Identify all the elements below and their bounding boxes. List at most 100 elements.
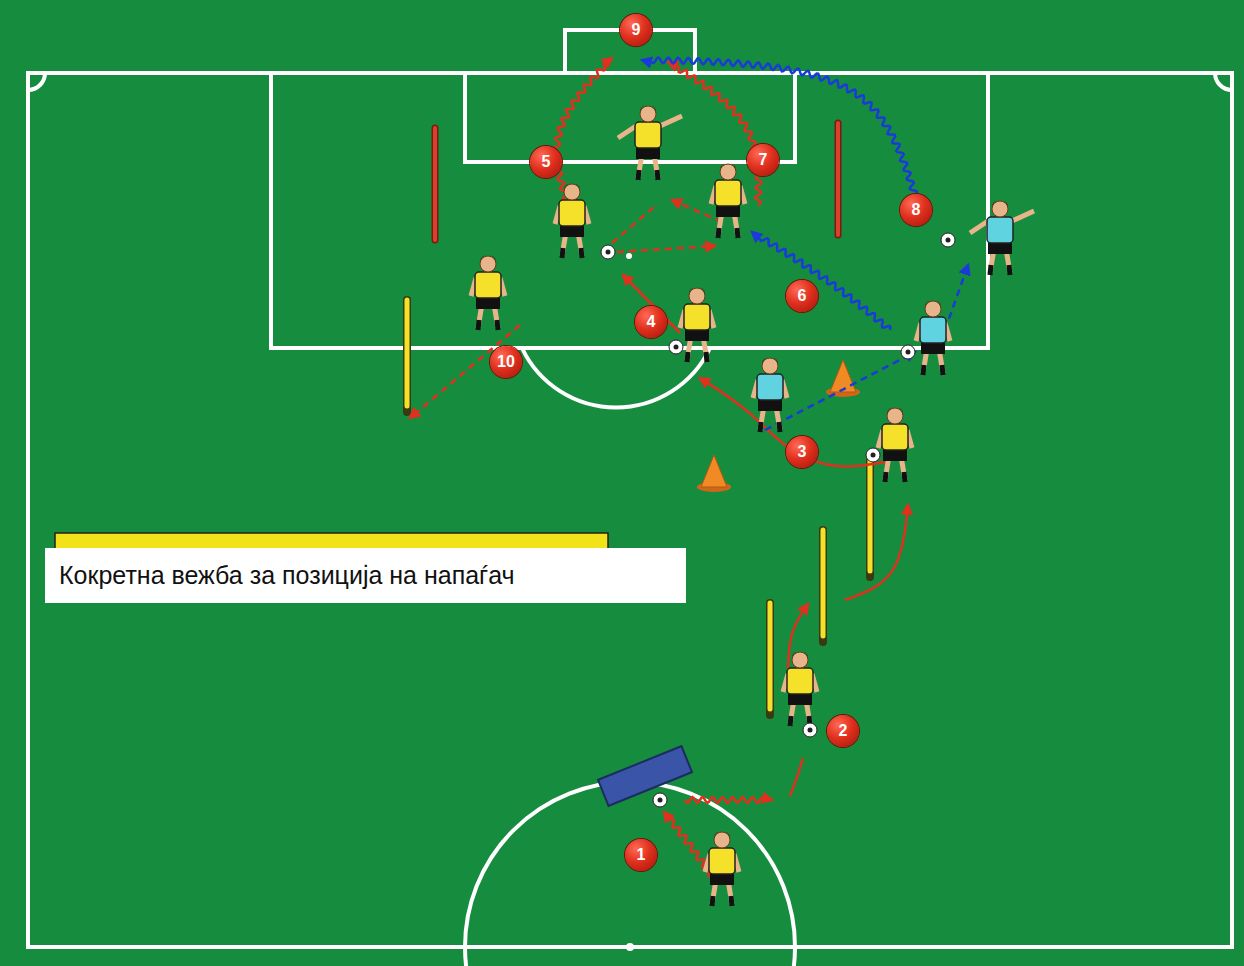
cone bbox=[830, 360, 856, 392]
player-head bbox=[792, 652, 808, 668]
dummy-wall bbox=[598, 746, 692, 806]
yellow-pole bbox=[866, 460, 874, 577]
callout-number: 10 bbox=[490, 346, 522, 378]
ball bbox=[601, 245, 615, 259]
ball-patch bbox=[871, 453, 876, 458]
yellow-pole bbox=[819, 530, 827, 642]
player-shirt bbox=[475, 272, 501, 298]
player-sock bbox=[712, 896, 713, 906]
player-sock bbox=[885, 472, 886, 482]
player-shirt bbox=[635, 122, 661, 148]
callout-number: 8 bbox=[900, 194, 932, 226]
run-arrow bbox=[845, 505, 908, 600]
player-head bbox=[992, 201, 1008, 217]
field-player bbox=[618, 105, 682, 180]
callout-number: 3 bbox=[786, 436, 818, 468]
red-pole bbox=[836, 123, 840, 235]
movement-arrows bbox=[410, 57, 968, 880]
player-sock bbox=[497, 320, 498, 330]
player-sock bbox=[790, 716, 791, 726]
ball bbox=[653, 793, 667, 807]
player-hair bbox=[925, 300, 941, 308]
field-player bbox=[555, 183, 589, 258]
callout-number: 1 bbox=[625, 839, 657, 871]
player-head bbox=[689, 288, 705, 304]
ball-patch bbox=[808, 728, 813, 733]
player-shirt bbox=[715, 180, 741, 206]
ball-patch bbox=[674, 345, 679, 350]
player-sock bbox=[779, 422, 780, 432]
player-arm bbox=[618, 126, 636, 138]
player-sock bbox=[706, 352, 707, 362]
callout-number: 7 bbox=[747, 144, 779, 176]
penalty-arc bbox=[522, 348, 710, 408]
center-spot bbox=[626, 943, 634, 951]
red-pole bbox=[433, 128, 437, 240]
player-shirt bbox=[757, 374, 783, 400]
player-sock bbox=[923, 365, 924, 375]
callout-number: 2 bbox=[827, 715, 859, 747]
red-pole bbox=[835, 123, 842, 235]
player-head bbox=[480, 256, 496, 272]
yellow-pole bbox=[868, 460, 873, 571]
yellow-pole bbox=[405, 300, 410, 406]
player-hair bbox=[480, 255, 496, 263]
ball-patch bbox=[906, 350, 911, 355]
penalty-area bbox=[271, 73, 988, 348]
goalkeeper bbox=[970, 200, 1034, 275]
goalkeeper bbox=[916, 300, 950, 375]
player-sock bbox=[478, 320, 479, 330]
player-sock bbox=[562, 248, 563, 258]
player-arm bbox=[660, 116, 682, 126]
player-shirt bbox=[920, 317, 946, 343]
player-hair bbox=[640, 105, 656, 113]
player-sock bbox=[581, 248, 582, 258]
player-shirt bbox=[709, 848, 735, 874]
player-shirt bbox=[882, 424, 908, 450]
yellow-pole bbox=[766, 603, 774, 715]
player-arm bbox=[1012, 211, 1034, 221]
ball-patch bbox=[658, 798, 663, 803]
yellow-pole bbox=[821, 530, 826, 636]
player-sock bbox=[687, 352, 688, 362]
player-head bbox=[720, 164, 736, 180]
player-hair bbox=[887, 407, 903, 415]
player-hair bbox=[714, 831, 730, 839]
ball bbox=[941, 233, 955, 247]
dribble-arrow bbox=[554, 58, 612, 205]
player-head bbox=[714, 832, 730, 848]
player-sock bbox=[718, 228, 719, 238]
callout-number: 6 bbox=[786, 280, 818, 312]
player-shirt bbox=[787, 668, 813, 694]
player-hair bbox=[762, 357, 778, 365]
player-sock bbox=[1009, 265, 1010, 275]
goal-area bbox=[465, 73, 795, 162]
dribble-arrow bbox=[752, 232, 890, 330]
run-arrow bbox=[788, 604, 808, 668]
field-player bbox=[680, 287, 714, 362]
yellow-pole bbox=[403, 300, 411, 412]
center-circle bbox=[465, 782, 795, 966]
player-sock bbox=[990, 265, 991, 275]
callout-number: 5 bbox=[530, 146, 562, 178]
ball bbox=[901, 345, 915, 359]
ball-patch bbox=[946, 238, 951, 243]
dribble-arrow bbox=[642, 57, 917, 195]
ball bbox=[866, 448, 880, 462]
player-hair bbox=[992, 200, 1008, 208]
player-hair bbox=[564, 183, 580, 191]
player-sock bbox=[657, 170, 658, 180]
callout-number: 4 bbox=[635, 306, 667, 338]
cone bbox=[701, 455, 727, 487]
player-shirt bbox=[987, 217, 1013, 243]
pass-arrow bbox=[945, 265, 968, 330]
ball-patch bbox=[606, 250, 611, 255]
field-player bbox=[878, 407, 912, 482]
player-shirt bbox=[559, 200, 585, 226]
ball bbox=[803, 723, 817, 737]
player-sock bbox=[731, 896, 732, 906]
ball-dot bbox=[626, 253, 632, 259]
